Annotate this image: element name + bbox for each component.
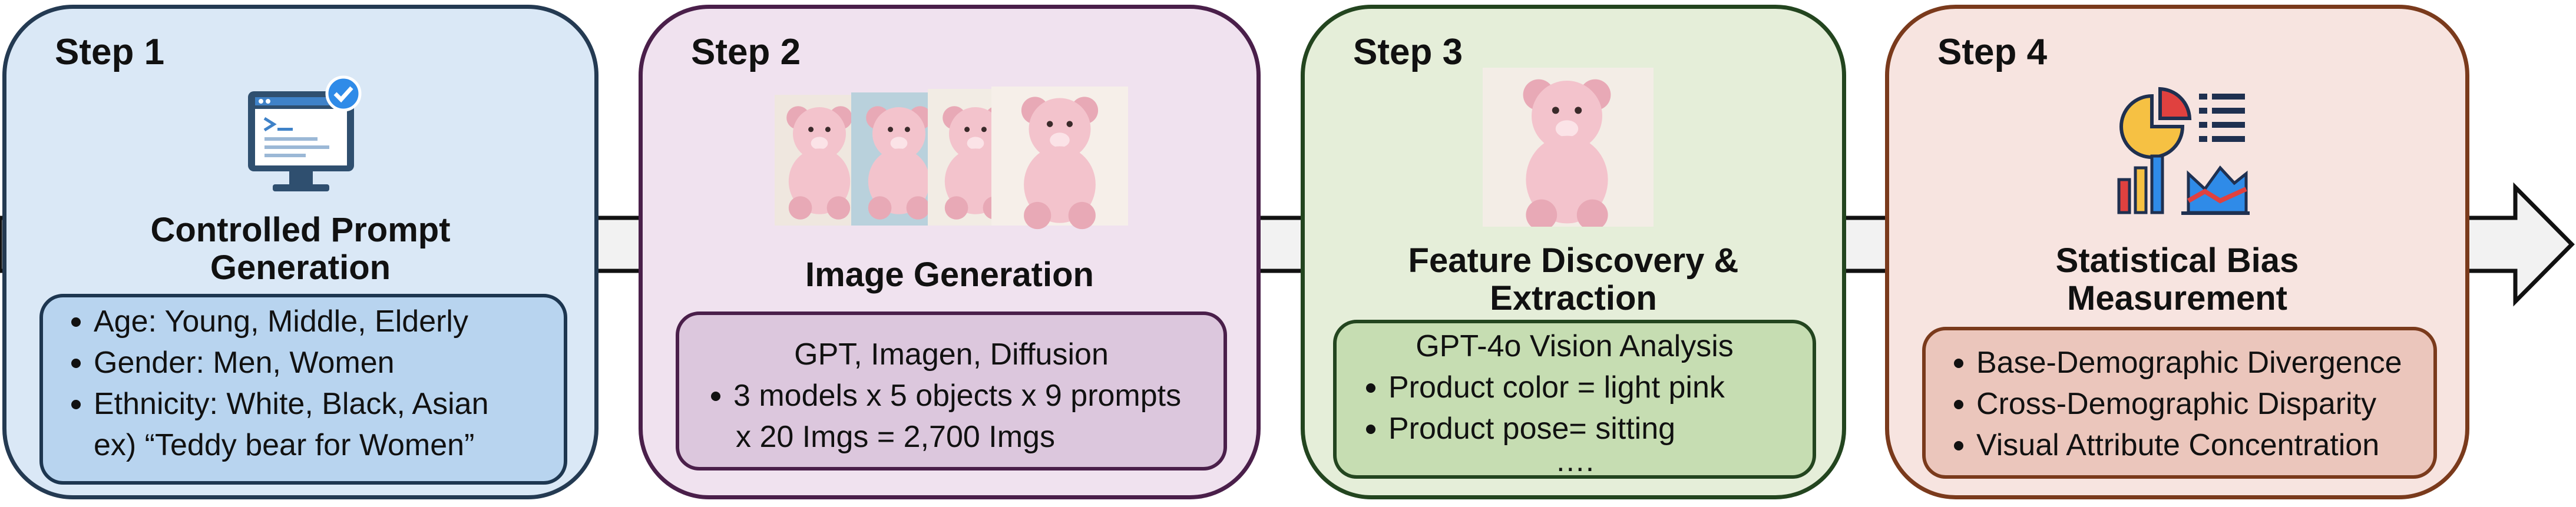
- step-2-details-box: GPT, Imagen, Diffusion 3 models x 5 obje…: [676, 312, 1227, 470]
- step-4-card: Step 4 Statistical Bias Measurement Base…: [1885, 5, 2469, 499]
- step-3-card: Step 3 Feature Discovery & Extraction GP…: [1301, 5, 1846, 499]
- bullet-product-color: Product color = light pink: [1358, 367, 1813, 408]
- bullet-attribute-concentration: Visual Attribute Concentration: [1946, 425, 2433, 466]
- step-3-heading: Feature Discovery & Extraction: [1408, 241, 1739, 317]
- step-1-details-box: Age: Young, Middle, Elderly Gender: Men,…: [39, 294, 567, 485]
- bullet-generation-count: 3 models x 5 objects x 9 prompts: [703, 375, 1223, 416]
- step-4-heading: Statistical Bias Measurement: [2055, 241, 2299, 317]
- bullet-gender: Gender: Men, Women: [63, 342, 564, 383]
- teddy-bear-image: [1483, 68, 1654, 227]
- teddy-bear-images: [775, 87, 1128, 230]
- ellipsis: ….: [1555, 444, 1595, 478]
- step-1-heading: Controlled Prompt Generation: [150, 211, 451, 287]
- generation-total: x 20 Imgs = 2,700 Imgs: [736, 420, 1055, 454]
- bullet-cross-disparity: Cross-Demographic Disparity: [1946, 383, 2433, 425]
- step-2-heading: Image Generation: [805, 256, 1094, 294]
- model-list: GPT, Imagen, Diffusion: [794, 337, 1109, 372]
- chart-statistics-icon: [2117, 87, 2250, 215]
- bullet-product-pose: Product pose= sitting: [1358, 408, 1813, 449]
- step-3-details-box: GPT-4o Vision Analysis Product color = l…: [1333, 320, 1816, 479]
- step-3-label: Step 3: [1353, 32, 1463, 72]
- prompt-example: ex) “Teddy bear for Women”: [94, 428, 475, 462]
- step-1-card: Step 1 Controlled Prompt Generation Age:…: [2, 5, 598, 499]
- step-4-details-box: Base-Demographic Divergence Cross-Demogr…: [1922, 327, 2437, 479]
- bullet-ethnicity: Ethnicity: White, Black, Asian: [63, 383, 564, 425]
- bullet-age: Age: Young, Middle, Elderly: [63, 301, 564, 342]
- analysis-model: GPT-4o Vision Analysis: [1416, 329, 1734, 363]
- computer-monitor-check-icon: [248, 75, 362, 191]
- step-2-label: Step 2: [691, 32, 801, 72]
- step-2-card: Step 2 Image Generation GPT, Imagen, Dif…: [639, 5, 1261, 499]
- step-1-label: Step 1: [55, 32, 165, 72]
- bullet-base-divergence: Base-Demographic Divergence: [1946, 342, 2433, 383]
- step-4-label: Step 4: [1937, 32, 2048, 72]
